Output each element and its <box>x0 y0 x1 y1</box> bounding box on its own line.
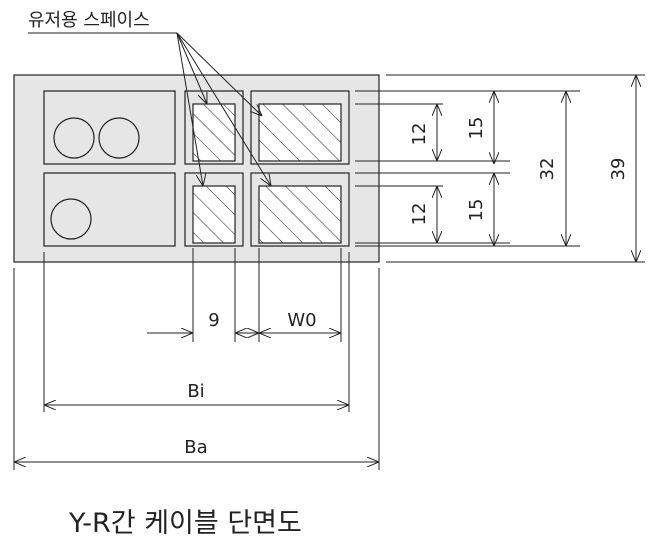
compartment-top-left <box>43 90 176 165</box>
compartment-bottom-middle <box>184 172 244 247</box>
compartment-top-middle <box>184 90 244 165</box>
cable-circle-3 <box>50 198 92 240</box>
dim-9: 9 <box>208 310 219 331</box>
user-space-top-right <box>258 103 342 162</box>
dim-12-top: 12 <box>409 123 430 146</box>
diagram-title: Y-R간 케이블 단면도 <box>68 508 302 539</box>
dim-Bi: Bi <box>187 381 204 402</box>
dim-15-bottom: 15 <box>466 199 487 222</box>
dim-12-bottom: 12 <box>409 203 430 226</box>
cable-circle-2 <box>98 117 140 159</box>
extension-lines-bottom <box>13 248 380 470</box>
dim-39: 39 <box>608 158 629 181</box>
cable-circle-1 <box>53 117 95 159</box>
user-space-leaders <box>176 32 271 186</box>
dim-W0: W0 <box>287 310 316 331</box>
extension-lines-right <box>355 74 645 263</box>
compartment-top-right <box>250 90 350 165</box>
user-space-top-middle <box>192 103 236 162</box>
dim-15-top: 15 <box>466 117 487 140</box>
user-space-bottom-right <box>258 185 342 244</box>
compartment-bottom-left <box>43 172 176 247</box>
dim-Ba: Ba <box>184 437 207 458</box>
compartment-bottom-right <box>250 172 350 247</box>
user-space-label: 유저용 스페이스 <box>28 10 150 31</box>
user-space-bottom-middle <box>192 185 236 244</box>
dim-32: 32 <box>537 158 558 181</box>
